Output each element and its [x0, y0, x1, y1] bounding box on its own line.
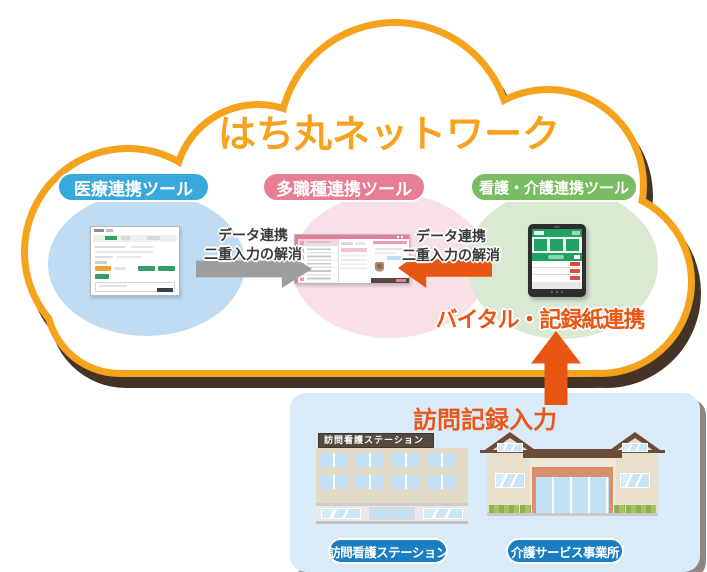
- pillar: [532, 477, 536, 513]
- tablet-screen: [532, 229, 582, 289]
- bush: [626, 505, 656, 513]
- data-link-label-right-line2: 二重入力の解消: [402, 247, 500, 263]
- storefront-window: [321, 508, 361, 519]
- window-row: [320, 475, 464, 489]
- data-link-label-right-line1: データ連携: [416, 228, 486, 244]
- bush: [614, 505, 625, 513]
- multidisciplinary-tool-label: 多職種連携ツール: [276, 179, 412, 199]
- care-tool-pill: 看護・介護連携ツール: [470, 172, 638, 202]
- tablet-home-buttons: [551, 291, 563, 293]
- tablet-device: [528, 224, 586, 297]
- entrance-doors: [369, 507, 415, 520]
- care-tool-label: 看護・介護連携ツール: [478, 179, 629, 197]
- data-link-label-left: データ連携 二重入力の解消: [184, 226, 322, 264]
- building-base: [316, 521, 468, 524]
- mascot-illustration: [375, 262, 384, 274]
- medical-tool-label: 医療連携ツール: [74, 179, 193, 199]
- bush: [489, 505, 519, 513]
- pillar: [609, 477, 613, 513]
- nursing-station-building: 訪問看護ステーション: [316, 433, 470, 525]
- multidisciplinary-tool-screenshot: [294, 234, 410, 284]
- visit-record-title: 訪問記録入力: [413, 407, 557, 434]
- multidisciplinary-tool-pill: 多職種連携ツール: [262, 172, 426, 202]
- building-base: [487, 513, 658, 516]
- cornice: [316, 503, 468, 506]
- vital-record-link-label: バイタル・記録紙連携: [435, 307, 645, 332]
- medical-tool-pill: 医療連携ツール: [57, 172, 210, 202]
- attic-window: [622, 443, 648, 452]
- building-sign: 訪問看護ステーション: [318, 433, 434, 448]
- wing-window: [495, 473, 525, 488]
- center-roof: [523, 449, 622, 458]
- facility-label-nursing-station: 訪問看護ステーション: [328, 545, 448, 560]
- storefront-window: [423, 508, 463, 519]
- tablet-camera: [554, 226, 560, 228]
- bush: [520, 505, 531, 513]
- care-service-building: [480, 432, 665, 523]
- awning: [532, 467, 613, 477]
- attic-window: [497, 443, 523, 452]
- visit-record-panel: 訪問記録入力 訪問看護ステーション: [290, 393, 700, 572]
- data-link-label-left-line2: 二重入力の解消: [204, 246, 302, 262]
- facility-pill-care-service: 介護サービス事業所: [506, 538, 624, 564]
- data-link-label-left-line1: データ連携: [218, 227, 288, 243]
- facility-label-care-service: 介護サービス事業所: [510, 545, 620, 560]
- facility-pill-nursing-station: 訪問看護ステーション: [328, 538, 448, 564]
- medical-tool-screenshot: [90, 226, 180, 296]
- data-link-label-right: データ連携 二重入力の解消: [382, 227, 520, 265]
- diagram-title: はち丸ネットワーク: [217, 114, 560, 156]
- wing-window: [620, 473, 650, 488]
- window-row: [320, 453, 464, 467]
- entrance-glass: [536, 477, 609, 513]
